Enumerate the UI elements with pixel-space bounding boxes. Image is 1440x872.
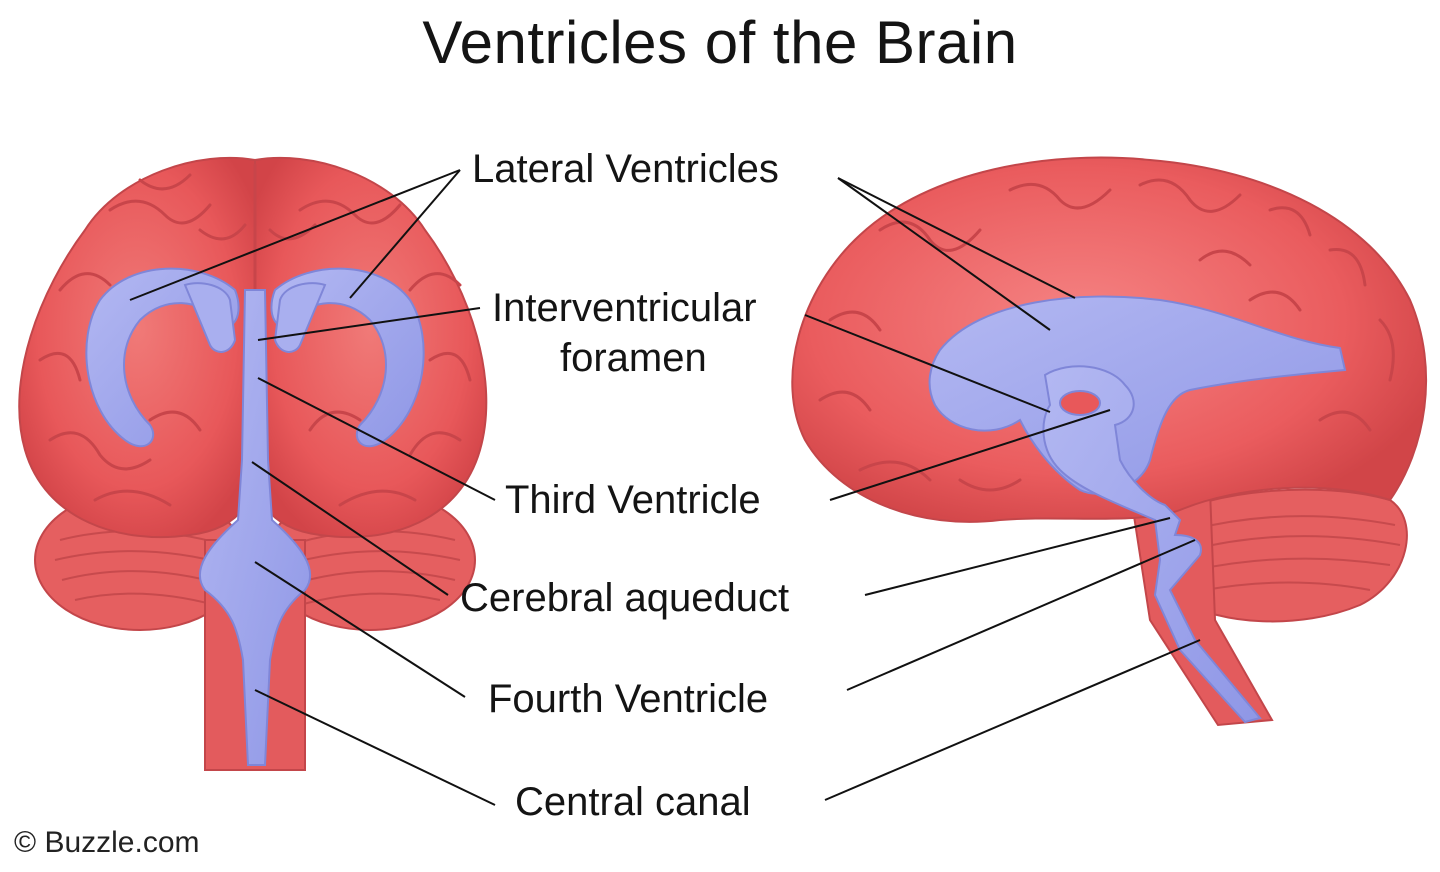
leader-lateral-right-2 [837,177,1076,299]
leader-aqueduct-left [251,461,449,596]
right-hemisphere [254,156,488,539]
leader-third-left [257,377,496,501]
leader-foramen-left [257,307,481,341]
copyright-credit: © Buzzle.com [14,826,200,859]
lateral-ventricle-sagittal [928,295,1347,495]
frontal-view-brain [18,156,488,771]
leader-fourth-right [846,539,1196,691]
leader-canal-right [824,639,1201,801]
left-hemisphere [18,156,256,539]
midline-ventricular-system [198,289,312,766]
third-ventricle-sagittal [1042,365,1262,724]
leader-third-right [829,409,1111,501]
leader-foramen-right [804,314,1051,413]
leader-canal-left [254,689,496,806]
leader-fourth-left [254,561,466,698]
label-interventricular: Interventricular [492,286,757,330]
sagittal-view-brain [791,156,1427,727]
label-central-canal: Central canal [515,780,751,824]
leader-lateral-left-1 [129,169,461,301]
label-foramen: foramen [560,336,707,380]
leader-aqueduct-right [864,517,1171,596]
diagram-title: Ventricles of the Brain [422,9,1018,76]
label-third-ventricle: Third Ventricle [505,478,761,522]
leader-lateral-left-2 [349,169,461,299]
label-lateral-ventricles: Lateral Ventricles [472,147,779,191]
label-cerebral-aqueduct: Cerebral aqueduct [460,576,790,620]
leader-lateral-right-1 [837,177,1051,331]
label-fourth-ventricle: Fourth Ventricle [488,677,769,721]
leader-lines [129,169,1201,806]
